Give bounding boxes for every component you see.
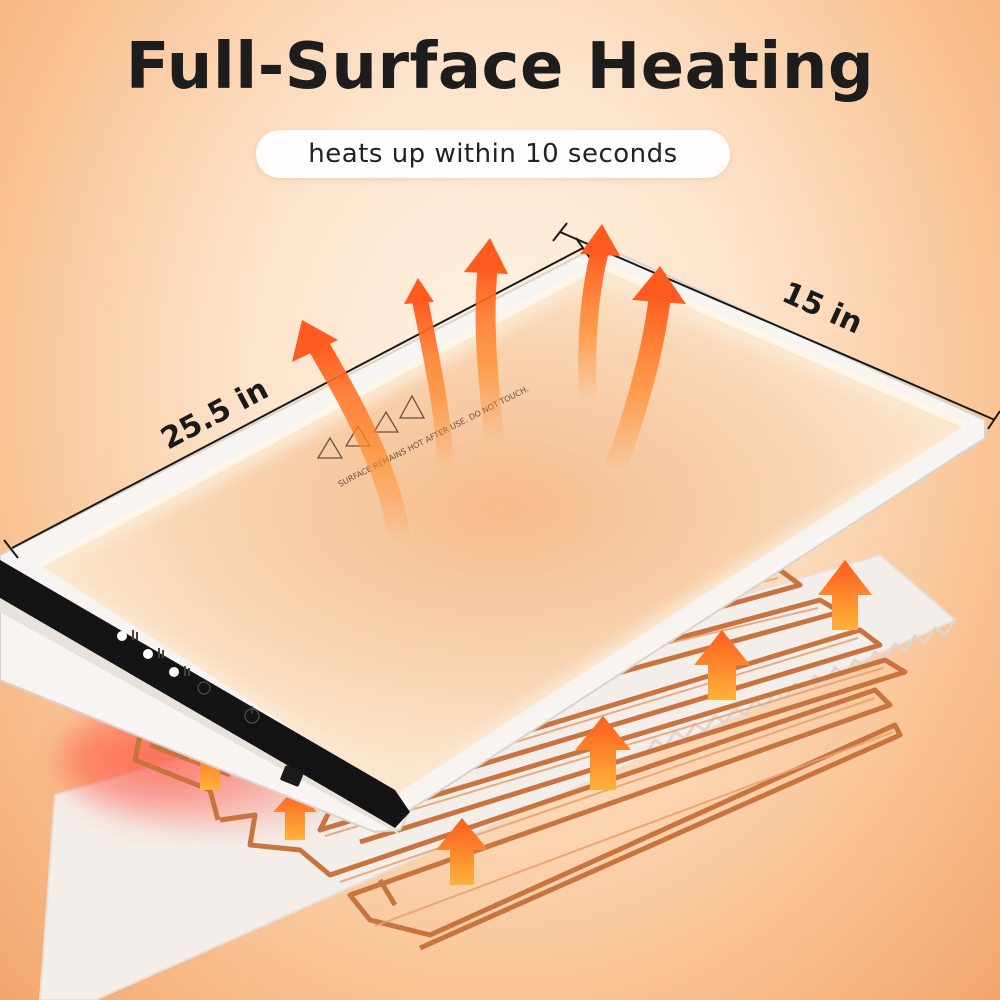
- up-arrow-icon: [694, 630, 750, 700]
- power-button[interactable]: [244, 706, 260, 724]
- heat-arrow-icon: [404, 278, 434, 304]
- level-high-indicator: [169, 667, 179, 677]
- heat-arrow-icon: [292, 320, 338, 362]
- bars-high-icon: [184, 666, 190, 676]
- timer-button[interactable]: [197, 681, 211, 695]
- control-panel: [117, 630, 304, 787]
- dimension-width: [552, 222, 1000, 430]
- rising-heat-arrows: [292, 224, 686, 551]
- heat-arrow-icon: [580, 224, 620, 256]
- up-arrow-icon: [818, 560, 872, 630]
- up-arrow-icon: [436, 818, 488, 885]
- subhead-pill: heats up within 10 seconds: [256, 130, 730, 178]
- bars-low-icon: [132, 630, 138, 640]
- warning-triangle-icon: [398, 394, 426, 419]
- power-jack: [280, 765, 304, 787]
- warning-triangle-icon: [316, 436, 344, 459]
- heat-arrow-icon: [464, 238, 508, 274]
- headline: Full-Surface Heating: [125, 30, 875, 104]
- up-arrow-icon: [575, 716, 631, 790]
- level-mid-indicator: [143, 649, 153, 659]
- timer-icon: [197, 681, 211, 695]
- heater-panel-steam: [60, 285, 945, 780]
- subhead-text: heats up within 10 seconds: [308, 139, 678, 169]
- bars-mid-icon: [158, 648, 164, 658]
- level-low-indicator: [117, 631, 127, 641]
- warning-triangle-icon: [372, 410, 400, 433]
- heat-arrow-icon: [632, 266, 686, 304]
